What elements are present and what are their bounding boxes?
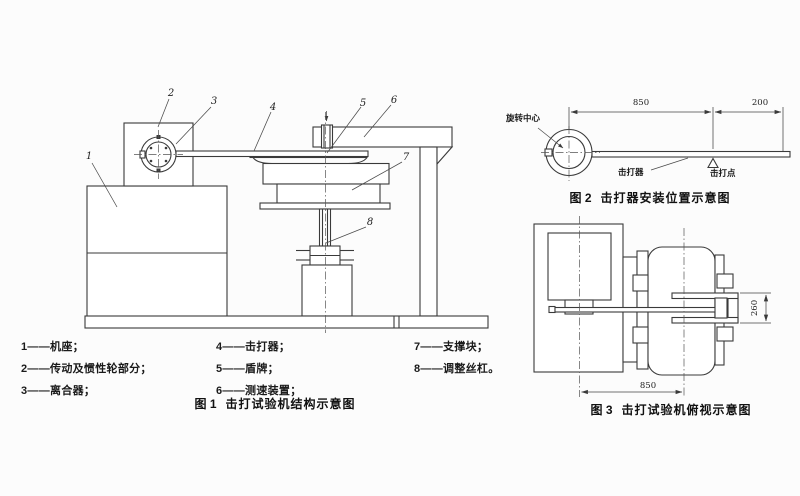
callout-4: 4	[269, 102, 277, 113]
impactor-label: 击打器	[618, 167, 644, 177]
fig2-caption: 图 2 击打器安装位置示意图	[569, 192, 730, 204]
legend-item-2: 2——传动及惯性轮部分；	[21, 363, 152, 375]
fig2-caption-title: 击打器安装位置示意图	[600, 191, 731, 205]
callout-leaders	[91, 98, 403, 244]
fig3-caption-title: 击打试验机俯视示意图	[621, 403, 752, 417]
fig3-dim-850: 850	[639, 381, 657, 391]
callout-3: 3	[210, 96, 218, 107]
callout-7: 7	[402, 152, 410, 163]
fig3-dim-260: 260	[749, 299, 760, 317]
impactor-fork	[671, 292, 739, 324]
rotation-center-leader	[537, 127, 564, 149]
callout-8: 8	[366, 217, 374, 228]
base-plate	[84, 315, 489, 329]
impact-point-label: 击打点	[710, 168, 736, 178]
legend-item-3: 3——离合器；	[21, 385, 96, 397]
machine-base	[86, 185, 228, 318]
rotation-center-label: 旋转中心	[506, 113, 541, 123]
fig2-caption-number: 图 2	[569, 191, 592, 205]
fig1-caption-title: 击打试验机结构示意图	[225, 397, 356, 411]
fig1-structure-drawing	[84, 98, 489, 333]
callout-1: 1	[85, 151, 93, 162]
impactor-rod-side	[591, 150, 791, 158]
column-brace	[436, 146, 454, 166]
impact-point-triangle	[707, 157, 719, 169]
callout-2: 2	[167, 88, 175, 99]
legend-item-8: 8——调整丝杠。	[414, 363, 500, 375]
shaft-hub	[714, 297, 728, 319]
legend-item-6: 6——测速装置；	[216, 385, 302, 397]
impactor-leader	[650, 157, 689, 171]
support-block	[262, 162, 390, 185]
callout-5: 5	[359, 98, 367, 109]
fig2-position-drawing	[537, 107, 791, 181]
adjusting-screw	[318, 208, 332, 247]
legend-item-4: 4——击打器；	[216, 341, 291, 353]
legend-item-7: 7——支撑块；	[414, 341, 489, 353]
legend-item-5: 5——盾牌；	[216, 363, 279, 375]
fig1-caption-number: 图 1	[194, 397, 217, 411]
fig2-dim-850: 850	[632, 98, 650, 108]
screw-pedestal	[301, 264, 353, 317]
shield-disc-edge	[252, 157, 273, 165]
callout-6: 6	[390, 95, 398, 106]
impactor-rod	[175, 150, 369, 158]
fig2-dim-200: 200	[751, 98, 769, 108]
fig3-caption-number: 图 3	[590, 403, 613, 417]
fig1-caption: 图 1 击打试验机结构示意图	[194, 398, 355, 410]
fig3-topview-drawing	[533, 216, 771, 397]
legend-item-1: 1——机座；	[21, 341, 84, 353]
fig3-caption: 图 3 击打试验机俯视示意图	[590, 404, 751, 416]
speed-device-beam	[312, 126, 453, 148]
support-column	[419, 146, 438, 317]
sensor-cylinder	[320, 124, 334, 149]
